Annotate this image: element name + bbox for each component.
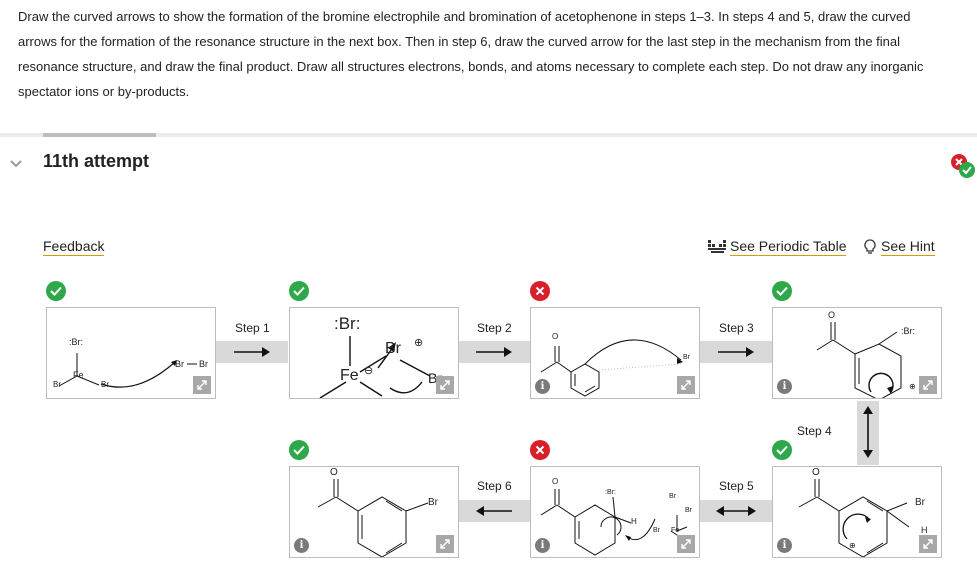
expand-icon[interactable] [677,376,695,394]
br-atom: :Br: [334,314,361,333]
mechanism-box-6[interactable]: O :Br: H Br Fe Br Br i [530,466,700,558]
section-divider [0,133,977,137]
negative-charge: ⊖ [364,365,374,377]
mechanism-box-1[interactable]: :Br: Fe Br Br Br Br H [46,307,216,399]
molecule-drawing [58,353,197,388]
step-6-label: Step 6 [477,479,512,493]
positive-charge: ⊕ [849,541,856,550]
expand-icon[interactable] [919,535,937,553]
info-icon[interactable]: i [294,538,309,553]
step-3-label: Step 3 [719,321,754,335]
fe-atom: Fe [73,370,84,380]
expand-icon[interactable] [677,535,695,553]
oxygen-atom: O [552,332,559,341]
mechanism-box-7[interactable]: O Br H ⊕ i [772,466,942,558]
br-atom: :Br: [69,337,84,347]
info-icon[interactable]: i [777,379,792,394]
see-hint-link[interactable]: See Hint [864,238,935,256]
forward-arrow-icon [718,347,754,357]
oxygen-atom: O [552,477,559,486]
see-periodic-table-link[interactable]: See Periodic Table [708,238,847,256]
fe-atom: Fe [340,367,359,384]
expand-icon[interactable] [919,376,937,394]
section-divider-accent [43,133,156,137]
expand-icon[interactable] [193,376,211,394]
question-text: Draw the curved arrows to show the forma… [18,9,924,99]
mechanism-box-3[interactable]: O Br i [530,307,700,399]
mechanism-box-2[interactable]: :Br: Fe ⊖ Br ⊕ Br [289,307,459,399]
periodic-table-icon [708,240,726,253]
see-periodic-table-label: See Periodic Table [730,238,847,256]
see-hint-label: See Hint [881,238,935,256]
oxygen-atom: O [812,467,820,478]
oxygen-atom: O [828,310,836,320]
status-correct-icon [772,281,792,301]
molecule-drawing [540,489,688,556]
info-icon[interactable]: i [777,538,792,553]
hydrogen-atom: H [921,525,928,535]
br-atom: Br [915,497,925,508]
status-correct-icon [46,281,66,301]
status-correct-icon [289,281,309,301]
status-incorrect-icon [530,281,550,301]
br-atom: Br [669,493,676,500]
attempt-title[interactable]: 11th attempt [43,151,150,171]
br-atom: Br [53,380,61,389]
step-4-label: Step 4 [797,424,832,438]
br-atom: :Br: [605,489,616,496]
status-correct-icon [289,440,309,460]
molecule-drawing [798,479,910,557]
br-atom: :Br: [901,326,916,336]
status-incorrect-icon [530,440,550,460]
mechanism-box-4[interactable]: O :Br: ⊕ i [772,307,942,399]
chevron-down-icon[interactable] [8,156,24,172]
info-icon[interactable]: i [535,379,550,394]
molecule-drawing [540,339,683,397]
molecule-drawing [317,479,429,557]
expand-icon[interactable] [436,535,454,553]
br-atom: Br [101,380,109,389]
br-atom: Br [428,497,438,508]
positive-charge: ⊕ [909,382,916,391]
mechanism-box-5[interactable]: O Br i [289,466,459,558]
forward-arrow-icon [476,347,512,357]
molecule-drawing [319,336,431,398]
molecule-drawing [816,322,902,398]
expand-icon[interactable] [436,376,454,394]
hydrogen-atom: H [631,517,637,526]
status-correct-icon [772,440,792,460]
br-atom: Br [683,354,690,361]
step-1-label: Step 1 [235,321,270,335]
resonance-arrow-icon [716,506,756,516]
step-5-label: Step 5 [719,479,754,493]
backward-arrow-icon [476,506,512,516]
feedback-link[interactable]: Feedback [43,238,105,256]
attempt-status-icon [951,154,975,178]
fe-atom: Fe [671,527,680,534]
lightbulb-icon [864,239,876,254]
step-2-label: Step 2 [477,321,512,335]
oxygen-atom: O [330,467,338,478]
br-atom: Br [199,359,208,369]
br-atom: Br [653,527,660,534]
info-icon[interactable]: i [535,538,550,553]
br-atom: Br [685,507,692,514]
resonance-arrow-icon [863,406,873,458]
br-atom: Br [175,359,184,369]
positive-charge: ⊕ [414,337,424,349]
forward-arrow-icon [234,347,270,357]
br-atom: Br [385,340,401,357]
